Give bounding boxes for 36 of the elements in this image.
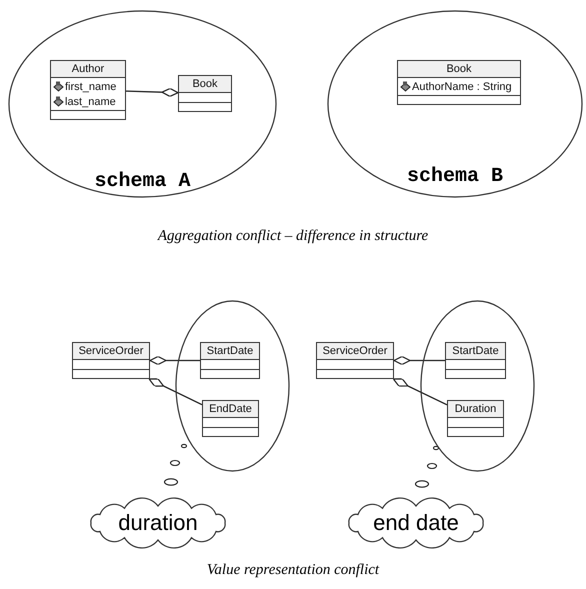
class-box — [50, 60, 126, 120]
class-name: StartDate — [452, 345, 499, 357]
class-name: Duration — [454, 403, 496, 415]
aggregation-line — [149, 356, 200, 366]
attribute-name: last_name — [65, 96, 116, 108]
class-name: Book — [446, 63, 472, 75]
ellipse-outline — [327, 10, 583, 198]
figure-caption: Aggregation conflict – difference in structure — [156, 228, 430, 245]
class-box — [447, 400, 504, 437]
class-box — [397, 60, 521, 105]
aggregation-line — [148, 378, 202, 406]
schema-label: schema B — [406, 165, 504, 188]
aggregation-line — [126, 88, 179, 98]
class-name: ServiceOrder — [78, 345, 144, 357]
class-box — [72, 342, 150, 379]
cloud-text: end date — [373, 510, 459, 535]
class-box — [200, 342, 260, 379]
attribute-name: first_name — [65, 80, 116, 92]
class-box — [202, 400, 259, 437]
class-name: EndDate — [209, 403, 252, 415]
ellipse-outline — [8, 10, 277, 198]
figure-caption: Value representation conflict — [206, 562, 380, 579]
class-name: Book — [192, 78, 218, 90]
class-name: StartDate — [206, 345, 254, 357]
attribute-name: AuthorName : String — [412, 80, 512, 92]
ellipse-outline — [420, 300, 535, 472]
class-name: Author — [72, 63, 104, 75]
schema-label: schema A — [93, 170, 192, 193]
class-box — [445, 342, 506, 379]
class-name: ServiceOrder — [322, 345, 388, 357]
ellipse-outline — [175, 300, 290, 472]
class-box — [178, 75, 232, 112]
aggregation-line — [393, 356, 445, 366]
class-box — [316, 342, 394, 379]
aggregation-line — [392, 378, 448, 406]
cloud-text: duration — [118, 510, 198, 535]
